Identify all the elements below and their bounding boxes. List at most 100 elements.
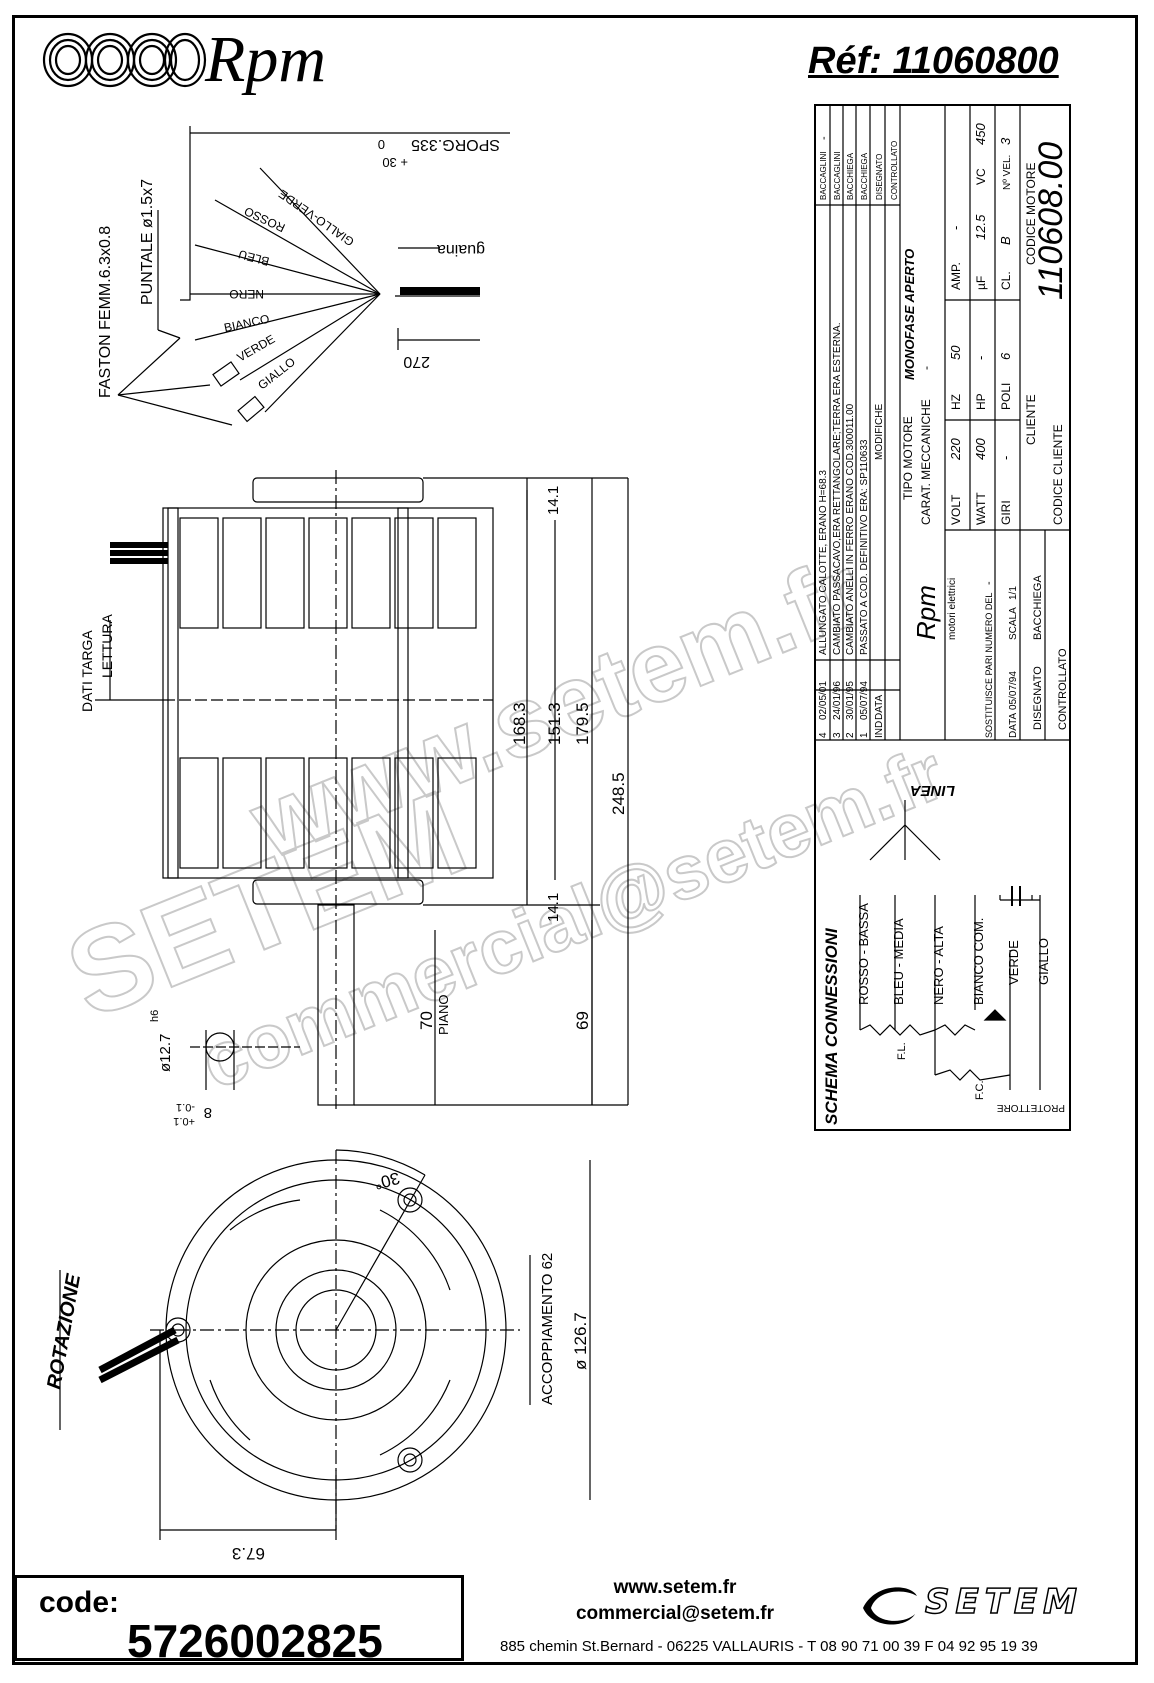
volt-value: 220	[948, 438, 963, 461]
modifica-1-desc: PASSATO A COD. DEFINITIVO ERA: SP110633	[859, 439, 870, 655]
dim-151-3: 151.3	[545, 702, 564, 745]
vc-label: VC	[974, 168, 988, 185]
lead-wires-drawing	[117, 126, 510, 426]
wiring-schematic	[859, 800, 1041, 1090]
schema-title: SCHEMA CONNESSIONI	[822, 927, 841, 1125]
tipo-motore-value: MONOFASE APERTO	[902, 249, 917, 380]
title-block-logo-text: Rpm	[911, 585, 941, 640]
shaft-flat-tol-plus: +0.1	[173, 1115, 195, 1127]
sporg-label: SPORG.335	[411, 136, 500, 153]
hp-label: HP	[974, 393, 988, 410]
dim-168-3: 168.3	[510, 702, 529, 745]
shaft-flat: 8	[204, 1104, 212, 1121]
vc-value: 450	[973, 123, 988, 145]
dim-14-1-top: 14.1	[545, 486, 562, 515]
schema-linea: LINEA	[910, 782, 955, 799]
dati-targa-label: DATI TARGA	[79, 630, 95, 712]
shaft-diameter: ø12.7	[157, 1034, 174, 1072]
hz-label: HZ	[949, 394, 963, 410]
title-block-grid	[814, 104, 1071, 1131]
dim-179-5: 179.5	[573, 702, 592, 745]
lettura-label: LETTURA	[99, 614, 115, 678]
watt-label: WATT	[974, 492, 988, 525]
col-data: DATA	[874, 694, 885, 720]
sporg-tolerance-plus: + 30	[382, 155, 408, 170]
wire-giallo-label: GIALLO	[255, 355, 298, 393]
setem-swoosh-icon	[863, 1587, 917, 1625]
schema-bleu-media: BLEU - MEDIA	[891, 918, 906, 1005]
faston-label: FASTON FEMM.6.3x0.8	[97, 226, 114, 398]
col-controllato: CONTROLLATO	[890, 141, 899, 200]
modifica-3-date: 24/01/96	[832, 681, 843, 720]
end-diameter: ø 126.7	[571, 1312, 590, 1370]
modifica-1-date: 05/07/94	[859, 681, 870, 720]
schema-protettore: PROTETTORE	[997, 1102, 1065, 1113]
motor-side-view	[95, 470, 629, 1110]
amp-label: AMP.	[949, 262, 963, 290]
codice-cliente-label: CODICE CLIENTE	[1051, 424, 1065, 525]
schema-nero-alta: NERO - ALTA	[931, 926, 946, 1005]
modifica-3-by: BACCAGLINI	[833, 152, 842, 200]
code-box: code: 5726002825	[14, 1575, 464, 1667]
wire-nero-label: NERO	[229, 287, 264, 301]
piano-label: PIANO	[436, 995, 451, 1035]
code-value: 5726002825	[127, 1615, 383, 1667]
modifica-2-date: 30/01/95	[845, 681, 856, 720]
nvel-label: Nº VEL.	[1002, 155, 1013, 190]
wire-bianco-label: BIANCO	[223, 312, 271, 335]
coupling-label: ACCOPPIAMENTO 62	[539, 1253, 556, 1405]
controllato-label: CONTROLLATO	[1057, 648, 1069, 730]
col-modifiche: MODIFICHE	[874, 404, 885, 460]
modifica-3-ind: 3	[832, 732, 843, 738]
disegnato-value: BACCHIEGA	[1032, 575, 1044, 640]
modifica-2-by: BACCHIEGA	[846, 152, 855, 200]
footer-address: 885 chemin St.Bernard - 06225 VALLAURIS …	[500, 1638, 1038, 1655]
dim-67-3: 67.3	[232, 1544, 265, 1563]
wire-giallo-verde-label: GIALLO-VERDE	[276, 187, 357, 249]
poli-label: POLI	[999, 383, 1013, 410]
rotation-label: ROTAZIONE	[43, 1272, 85, 1391]
shaft-flat-tol-minus: -0.1	[176, 1101, 195, 1113]
sporg-tolerance-zero: 0	[378, 137, 385, 152]
disegnato-label: DISEGNATO	[1032, 666, 1044, 730]
wire-bleu-label: BLEU	[237, 247, 271, 269]
modifica-2-ind: 2	[845, 732, 856, 738]
data-value: 05/07/94	[1008, 671, 1019, 710]
dim-69: 69	[573, 1011, 592, 1030]
motor-end-view	[59, 1149, 591, 1540]
modifica-4-ind: 4	[818, 732, 829, 738]
cliente-label: CLIENTE	[1024, 394, 1038, 445]
footer-website[interactable]: www.setem.fr	[613, 1577, 737, 1598]
dim-248-5: 248.5	[609, 772, 628, 815]
modifica-4-date: 02/05/01	[818, 681, 829, 720]
dim-70: 70	[417, 1011, 436, 1030]
dim-14-1-bottom: 14.1	[545, 893, 562, 922]
footer-email[interactable]: commercial@setem.fr	[575, 1603, 775, 1624]
drawing-frame	[12, 15, 1138, 1665]
code-label: code:	[39, 1586, 120, 1619]
puntale-label: PUNTALE ø1.5x7	[139, 179, 156, 305]
modifica-1-by: BACCHIEGA	[860, 152, 869, 200]
amp-value: -	[948, 226, 963, 230]
dim-270: 270	[403, 353, 430, 370]
modifica-1-ind: 1	[859, 732, 870, 738]
scala-value: 1/1	[1008, 586, 1019, 600]
schema-rosso-bassa: ROSSO - BASSA	[856, 903, 871, 1005]
modifica-2-desc: CAMBIATO ANELLI IN FERRO ERANO COD.30001…	[845, 403, 856, 655]
carat-label: CARAT. MECCANICHE	[919, 399, 933, 525]
wire-verde-label: VERDE	[235, 332, 278, 365]
wire-rosso-label: ROSSO	[242, 204, 287, 235]
uf-label: µF	[974, 276, 988, 290]
reference-number: Réf: 11060800	[808, 40, 1059, 82]
scala-label: SCALA	[1008, 607, 1019, 640]
modifica-4-desc: ALLUNGATO CALOTTE, ERANO H=68.3	[818, 470, 829, 655]
cl-label: CL.	[999, 271, 1013, 290]
giri-label: GIRI	[999, 500, 1013, 525]
poli-value: 6	[998, 352, 1013, 360]
sostituisce-label: SOSTITUISCE PARI NUMERO DEL	[984, 593, 994, 738]
carat-value: -	[919, 366, 933, 370]
technical-drawing: www.setem.fr SETEM commercial@setem.fr	[43, 104, 1071, 1563]
guaina-label: guaina	[437, 241, 485, 258]
brand-logo-text: Rpm	[205, 23, 326, 96]
shaft-fit: h6	[149, 1010, 161, 1022]
